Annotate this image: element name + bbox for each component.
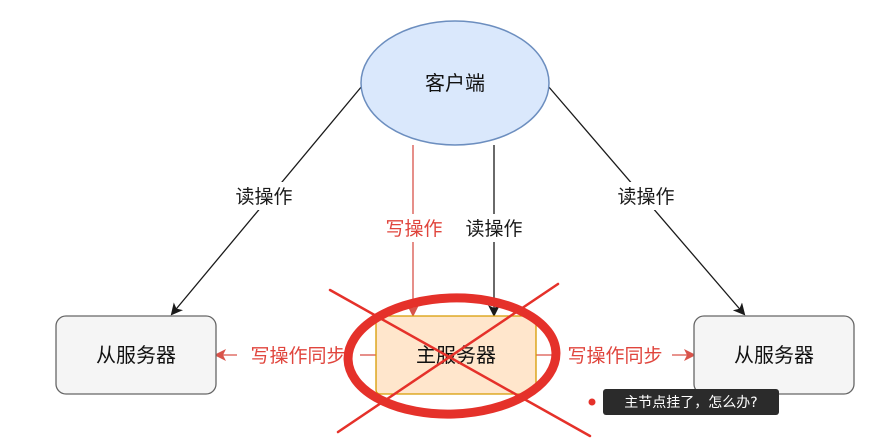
client-node: 客户端 [360,20,550,146]
failure-cross-line-a [328,288,592,438]
client-label: 客户端 [425,71,485,95]
label-sync-left: 写操作同步 [250,345,345,367]
failure-cross-line-b [336,282,560,434]
failure-circle [343,293,561,419]
annotation-tooltip-text: 主节点挂了，怎么办? [624,395,757,411]
failure-strike-mark [328,282,592,438]
slave-left-label: 从服务器 [96,343,176,367]
label-write-center: 写操作 [385,218,442,240]
label-read-right: 读操作 [617,186,674,208]
slave-right-node: 从服务器 [693,315,855,395]
annotation-dot [588,398,596,406]
label-read-center: 读操作 [465,218,522,240]
slave-right-label: 从服务器 [734,343,814,367]
label-sync-right: 写操作同步 [567,345,662,367]
annotation-tooltip: 主节点挂了，怎么办? [588,389,779,415]
master-node: 主服务器 [375,315,537,395]
master-label: 主服务器 [416,343,496,367]
label-read-left: 读操作 [235,186,292,208]
slave-left-node: 从服务器 [55,315,217,395]
